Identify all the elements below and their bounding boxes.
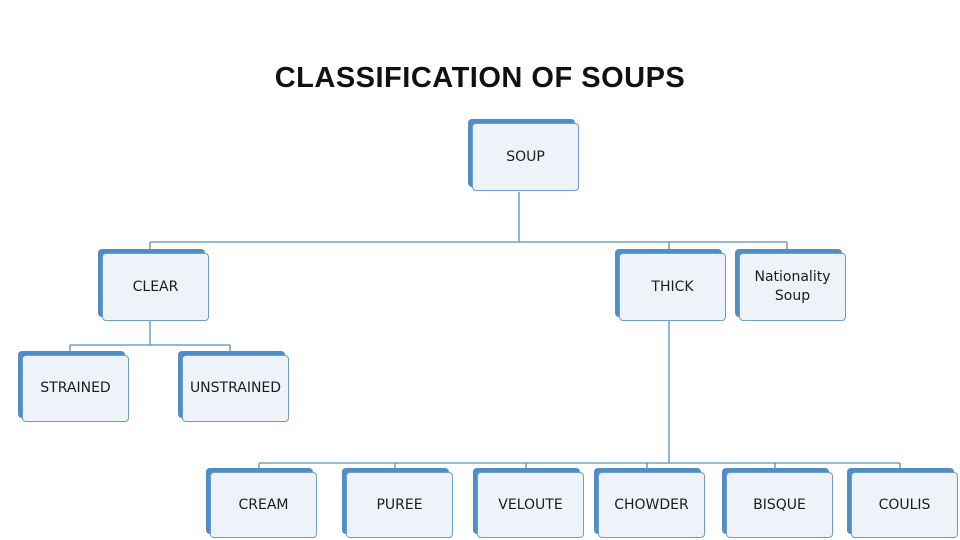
node-veloute: VELOUTE [473,468,584,538]
node-thick-label: THICK [651,278,694,295]
node-coulis: COULIS [847,468,958,538]
node-puree: PUREE [342,468,453,538]
node-strained-label: STRAINED [40,380,111,396]
node-cream-label: CREAM [238,496,289,513]
node-coulis-label: COULIS [878,496,931,513]
node-unstrained-label: UNSTRAINED [189,380,282,396]
node-veloute-label: VELOUTE [498,496,563,513]
node-clear-label: CLEAR [132,278,179,295]
node-nationality-soup-label: Nationality Soup [754,269,831,304]
node-chowder: CHOWDER [594,468,705,538]
node-bisque-label: BISQUE [753,496,806,513]
node-chowder-label: CHOWDER [614,496,689,513]
node-soup: SOUP [468,119,579,191]
node-puree-label: PUREE [376,496,423,513]
node-cream: CREAM [206,468,317,538]
node-strained: STRAINED [18,351,129,422]
node-thick: THICK [615,249,726,321]
page-title: CLASSIFICATION OF SOUPS [274,62,686,94]
node-unstrained: UNSTRAINED [178,351,289,422]
node-bisque: BISQUE [722,468,833,538]
node-clear: CLEAR [98,249,209,321]
node-nationality-soup: Nationality Soup [735,249,846,321]
node-soup-label: SOUP [506,148,545,165]
